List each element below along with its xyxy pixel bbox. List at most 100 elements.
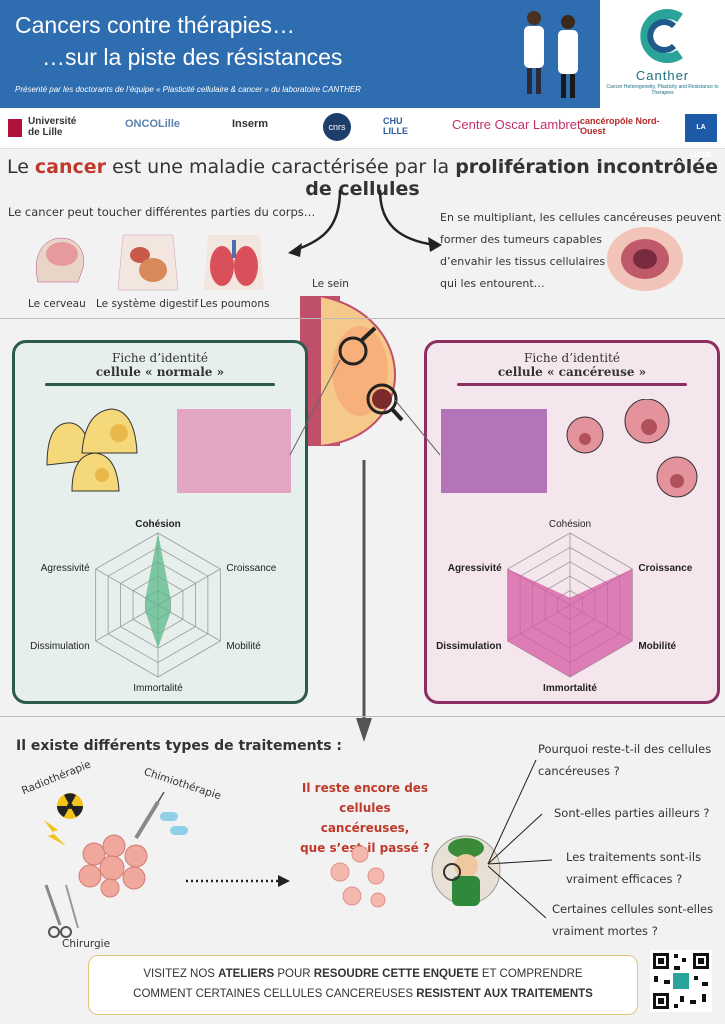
cancer-card-title-2: cellule « cancéreuse » (497, 365, 647, 379)
call-to-action-box: VISITEZ NOS ATELIERS POUR RESOUDRE CETTE… (88, 955, 638, 1015)
intro-right-text: En se multipliant, les cellules cancéreu… (440, 207, 721, 295)
question-3-line-2: vraiment efficaces ? (566, 872, 683, 886)
cta-part: COMMENT CERTAINES CELLULES CANCEREUSES (133, 988, 417, 1000)
logo-cnrs: cnrs (323, 113, 351, 141)
section-divider-2 (0, 716, 725, 717)
intro-right-line: qui les entourent… (440, 277, 545, 290)
intro-left-text: Le cancer peut toucher différentes parti… (8, 205, 316, 219)
cancer-card-title-1: Fiche d’identité (524, 351, 620, 365)
question-3: Les traitements sont-ils vraiment effica… (566, 846, 701, 890)
qr-code[interactable] (650, 950, 712, 1012)
radar-axis-label: Mobilité (226, 641, 261, 652)
scientists-illustration (524, 11, 578, 98)
intro-right-line: former des tumeurs capables (440, 233, 602, 246)
cta-part: ET COMPRENDRE (478, 968, 583, 980)
partner-logos-bar: Université de Lille ONCOLille Inserm cnr… (0, 108, 725, 159)
headline-cancer: cancer (34, 156, 107, 178)
lightning-icon (44, 820, 66, 846)
radar-axis-label: Agressivité (41, 563, 90, 574)
radar-axis-label: Cohésion (135, 519, 181, 530)
logo-la-ligue: LA LIGUE (685, 114, 717, 159)
radar-axis-label: Croissance (226, 563, 276, 574)
univ-lille-mark-icon (8, 119, 22, 137)
radar-axis-label: Cohésion (549, 519, 591, 530)
question-1-line-1: Pourquoi reste-t-il des cellules (538, 742, 712, 756)
title-line-1: Cancers contre thérapies… (15, 12, 295, 38)
breast-label: Le sein (312, 278, 349, 290)
logo-univ-lille: Université de Lille (28, 116, 77, 138)
headline-part: est une maladie caractérisée par la (106, 156, 456, 178)
cta-line-2: COMMENT CERTAINES CELLULES CANCEREUSES R… (89, 988, 637, 1000)
headline-arrows (288, 189, 442, 257)
digestive-system-illustration (117, 234, 179, 291)
brain-illustration (35, 237, 84, 283)
radiation-icon (56, 793, 84, 819)
scissors-scalpel-icon (44, 884, 79, 938)
cancer-cell-card: Fiche d’identité cellule « cancéreuse » … (424, 340, 720, 704)
canther-tagline: Cancer Heterogeneity, Plasticity and Res… (606, 84, 719, 96)
canther-logo-icon (640, 9, 683, 63)
canther-name: Canther (635, 68, 690, 83)
lungs-illustration (204, 235, 264, 290)
cta-enquete: RESOUDRE CETTE ENQUETE (313, 968, 479, 980)
organ-label-lungs: Les poumons (200, 298, 270, 310)
canther-logo-panel: Canther Cancer Heterogeneity, Plasticity… (600, 0, 725, 108)
header-subtitle: Présenté par les doctorants de l’équipe … (15, 85, 361, 94)
organ-label-brain: Le cerveau (28, 298, 86, 310)
normal-cell-card: Fiche d’identité cellule « normale » Coh… (12, 340, 308, 704)
remaining-cells-icon (330, 845, 386, 908)
intro-right-line: En se multipliant, les cellules cancéreu… (440, 211, 722, 224)
radar-data-area (145, 533, 171, 649)
logo-canceropole: cancéropôle Nord-Ouest (580, 116, 660, 136)
cta-resistent: RESISTENT AUX TRAITEMENTS (416, 988, 593, 1000)
logo-oncolille: ONCOLille (125, 118, 181, 130)
radar-axis-label: Dissimulation (30, 641, 89, 652)
radar-axis-label: Agressivité (448, 563, 502, 574)
treatments-title: Il existe différents types de traitement… (16, 738, 343, 754)
main-headline: Le cancer est une maladie caractérisée p… (0, 156, 725, 200)
center-down-arrow (356, 460, 372, 742)
header-banner: Cancers contre thérapies… …sur la piste … (0, 0, 600, 108)
headline-proliferation: prolifération incontrôlée de cellules (305, 156, 719, 200)
detective-illustration (431, 835, 501, 906)
question-4-line-1: Certaines cellules sont-elles (552, 902, 714, 916)
question-connectors (487, 759, 553, 919)
radar-axis-label: Immortalité (543, 683, 597, 694)
intro-right-line: d’envahir les tissus cellulaires (440, 255, 606, 268)
logo-inserm: Inserm (232, 118, 269, 130)
normal-histology-image (177, 409, 291, 493)
cancer-card-rule (457, 383, 687, 386)
zoom-connectors (289, 359, 441, 456)
radar-axis-label: Mobilité (638, 641, 676, 652)
headline-part: Le (6, 156, 35, 178)
radar-axis-label: Dissimulation (436, 641, 502, 652)
tumor-cluster-icon (78, 834, 148, 898)
normal-card-title-2: cellule « normale » (95, 365, 225, 379)
question-2: Sont-elles parties ailleurs ? (554, 806, 710, 820)
cta-line-1: VISITEZ NOS ATELIERS POUR RESOUDRE CETTE… (89, 968, 637, 980)
cta-part: POUR (274, 968, 314, 980)
question-line: Il reste encore des (301, 781, 429, 795)
normal-card-rule (45, 383, 275, 386)
cancer-histology-image (441, 409, 547, 493)
logo-chu-lille: CHU LILLE (383, 116, 408, 136)
radar-axis-label: Immortalité (133, 683, 183, 694)
normal-cells-illustration (46, 408, 138, 492)
normal-card-title-1: Fiche d’identité (112, 351, 208, 365)
title-line-2: …sur la piste des résistances (42, 44, 343, 70)
syringe-pills-icon (134, 791, 188, 840)
radar-axis-label: Croissance (638, 563, 692, 574)
dotted-arrow (186, 875, 290, 887)
cta-ateliers: ATELIERS (218, 968, 275, 980)
question-4-line-2: vraiment mortes ? (552, 924, 658, 938)
radar-data-area (507, 569, 633, 677)
question-line: cellules cancéreuses, (320, 801, 410, 835)
tumor-illustration (607, 227, 683, 291)
cta-part: VISITEZ NOS (143, 968, 219, 980)
question-1: Pourquoi reste-t-il des cellules cancére… (538, 738, 711, 782)
cancer-cells-illustration (566, 399, 698, 498)
question-3-line-1: Les traitements sont-ils (566, 850, 702, 864)
